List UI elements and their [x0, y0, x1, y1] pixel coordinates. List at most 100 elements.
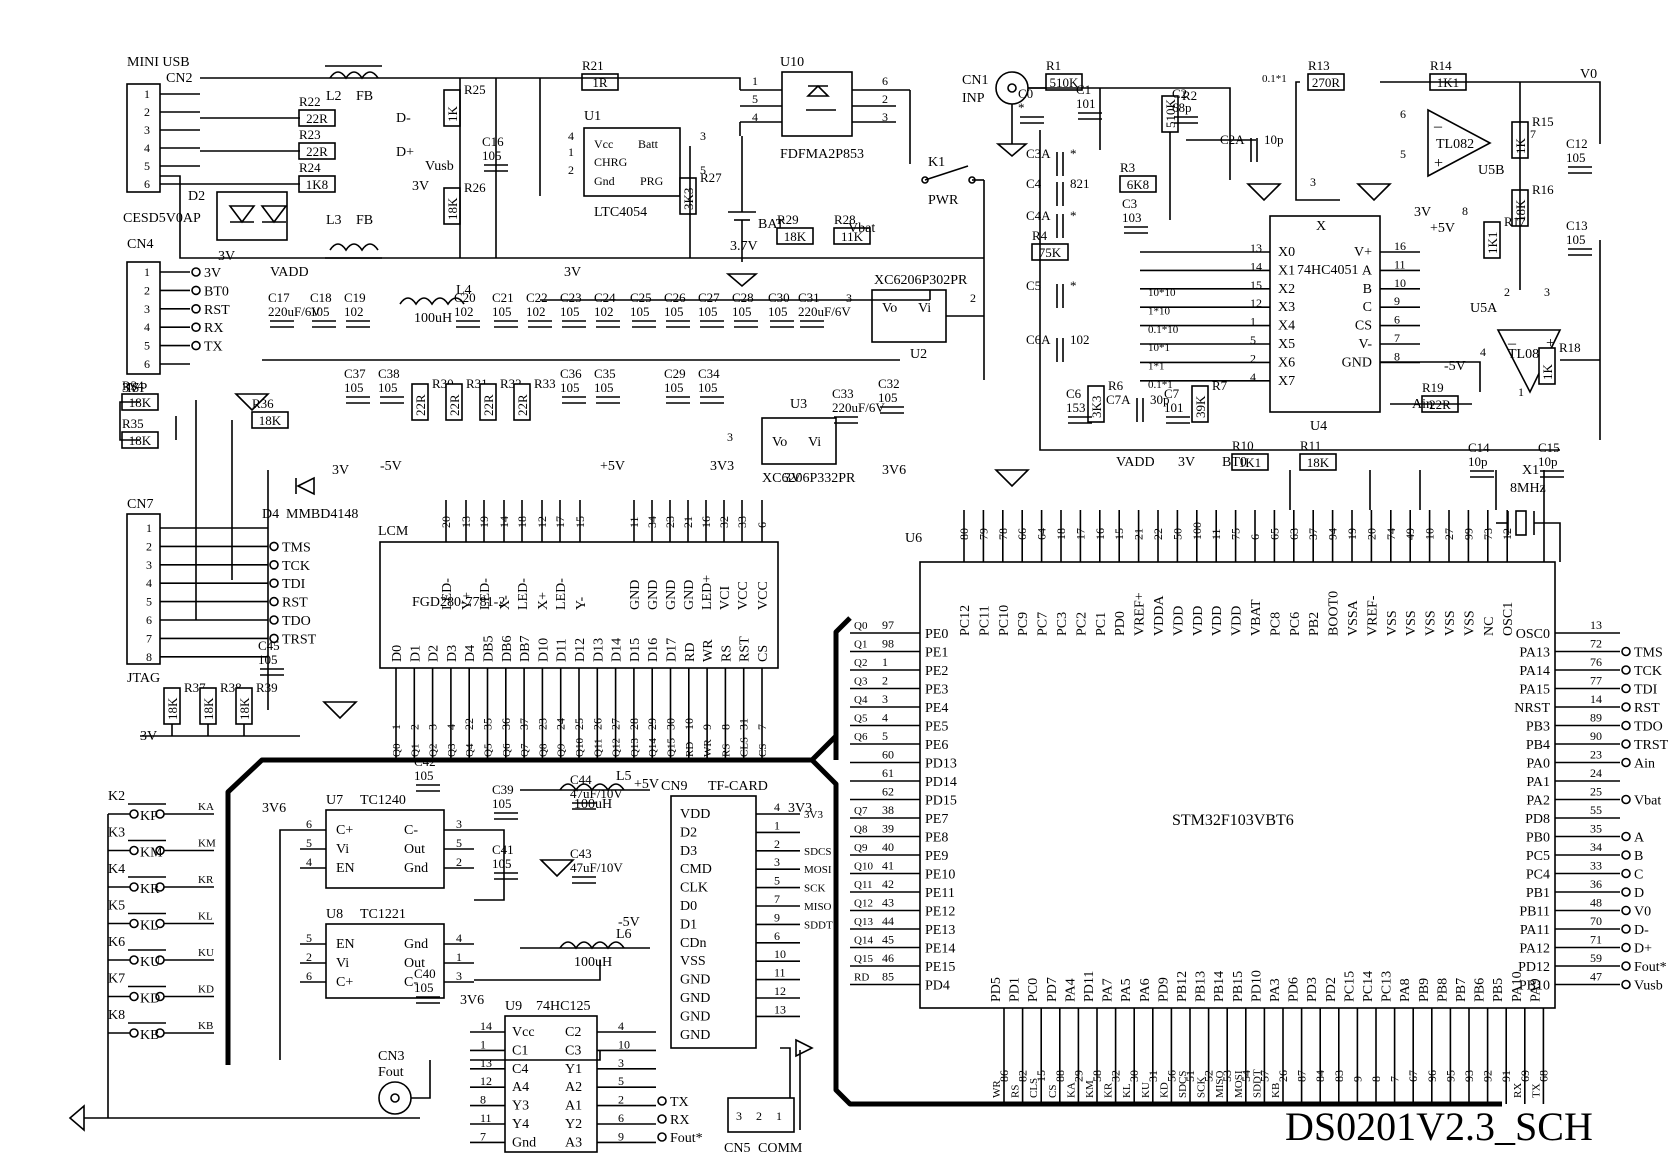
capacitor-ref: C38 — [378, 366, 400, 381]
isp-pin-net: RX — [204, 321, 223, 336]
net-label: +5V — [1430, 221, 1455, 236]
key-ref: K2 — [108, 789, 125, 804]
u5a-p1: 1 — [1518, 385, 1524, 399]
u9-left-num: 8 — [480, 1093, 486, 1107]
mcu-bottom-pin-num: 83 — [1332, 1070, 1346, 1082]
jtag-pin-num: 2 — [146, 539, 152, 553]
mcu-left-pin-num: 2 — [882, 674, 888, 688]
mcu-bottom-pin-net: RS — [1010, 1085, 1022, 1098]
mcu-left-pin-name: PE6 — [925, 738, 948, 753]
u9-left-num: 7 — [480, 1129, 486, 1143]
l2-val: FB — [356, 89, 373, 104]
pump-right-name: Out — [404, 956, 425, 971]
capacitor-value: 105 — [492, 796, 512, 811]
mcu-bottom-pin-num: 93 — [1462, 1070, 1476, 1082]
mcu-bottom-pin-net: CLS — [1028, 1078, 1040, 1098]
d2-part: CESD5V0AP — [123, 211, 201, 226]
mux-ratio: 1*1 — [1148, 361, 1165, 373]
mcu-left-pin-num: 4 — [882, 711, 888, 725]
pump-left-num: 5 — [306, 931, 312, 945]
cn3-ref: CN3 — [378, 1049, 404, 1064]
resistor-value: 22R — [447, 394, 462, 416]
charger-pin-prg: PRG — [640, 174, 664, 188]
key-ref: K3 — [108, 826, 125, 841]
u9-right-num: 3 — [618, 1056, 624, 1070]
lcm-top-pin-num: 32 — [717, 516, 731, 528]
key-ref: K4 — [108, 862, 125, 877]
mcu-right-pin-num: 89 — [1590, 711, 1602, 725]
u5a-part: TL082 — [1508, 347, 1546, 362]
resistor-value: 75K — [1039, 245, 1062, 260]
ground-symbol — [1246, 183, 1282, 202]
resistor — [251, 411, 289, 429]
lcm-top-pin-num: 13 — [459, 516, 473, 528]
lcm-bottom-pin-name: D13 — [591, 638, 606, 662]
lcm-top-pin-num: 11 — [627, 516, 641, 528]
mcu-bottom-pin-net: KA — [1065, 1082, 1077, 1098]
capacitor-ref: C25 — [630, 290, 652, 305]
comm-cn5: 3 2 1 CN5 COMM — [724, 1097, 803, 1156]
u5b-p8: 8 — [1462, 204, 1468, 218]
mcu-left-pin-num: 43 — [882, 896, 894, 910]
d2-ref: D2 — [188, 189, 205, 204]
mcu-top-pin-name: VSS — [1443, 610, 1458, 636]
mcu-bottom-pin-num: 7 — [1388, 1076, 1402, 1082]
u9-left-num: 14 — [480, 1019, 492, 1033]
mcu-left-pin-num: 1 — [882, 655, 888, 669]
lcm-top-pin-name: VCI — [718, 586, 733, 610]
mcu-right-pin-num: 34 — [1590, 840, 1602, 854]
lcm-top-pin-name: GND — [646, 580, 661, 610]
wire-run — [780, 1047, 791, 1098]
mcu-left-pin-num: 97 — [882, 618, 894, 632]
sheet-title: DS0201V2.3_SCH — [1285, 1104, 1593, 1149]
mcu-left-pin-net: Q9 — [854, 842, 868, 854]
comm-ref: CN5 — [724, 1141, 750, 1156]
resistor — [1231, 453, 1269, 471]
mux-left-num: 12 — [1250, 296, 1262, 310]
tf-pin-num: 4 — [774, 800, 780, 814]
ratio-label: 0.1*1 — [1262, 73, 1287, 85]
comm-p3: 3 — [736, 1109, 742, 1123]
resistor-ref: R27 — [700, 170, 722, 185]
capacitor-ref: C28 — [732, 290, 754, 305]
pump-left-num: 2 — [306, 950, 312, 964]
u2-ref: U2 — [910, 347, 927, 362]
jtag-pin-net: TDI — [282, 577, 306, 592]
jtag-pin-num: 3 — [146, 558, 152, 572]
capacitor-value: 105 — [560, 304, 580, 319]
lcm-bottom-pin-name: D0 — [390, 645, 405, 662]
capacitor-ref: C41 — [492, 842, 514, 857]
net-label: V0 — [1580, 67, 1597, 82]
net-port — [269, 615, 279, 625]
capacitor-value: 102 — [594, 304, 614, 319]
usb-pin-num: 6 — [144, 177, 150, 191]
capacitor-value: 105 — [414, 768, 434, 783]
lcm-top-pin-name: VCC — [736, 581, 751, 610]
mcu-top-pin-num: 37 — [1306, 528, 1320, 540]
pump-left-num: 4 — [306, 855, 312, 869]
inductor-value: 100uH — [574, 955, 612, 970]
mcu-right-pin-net: D- — [1634, 923, 1649, 938]
mcu-top-pin-num: 73 — [1481, 528, 1495, 540]
mcu-bottom-pin-num: 87 — [1295, 1070, 1309, 1082]
net-label: 3V — [218, 249, 235, 264]
lcm-bottom-pin-num: 9 — [700, 724, 714, 730]
charger-num-3: 3 — [700, 129, 706, 143]
mcu-right-pin-name: PA13 — [1519, 646, 1550, 661]
resistor — [1483, 221, 1501, 259]
capacitor-ref: C42 — [414, 754, 436, 769]
mosfet-l4: 4 — [752, 110, 758, 124]
capacitor-ref: C4 — [1026, 176, 1042, 191]
isp-pin-num: 2 — [144, 283, 150, 297]
mcu-top-pin-num: 16 — [1093, 528, 1107, 540]
lcm-top-pin-num: 34 — [645, 516, 659, 528]
ground-symbol — [539, 859, 575, 878]
diode-d4 — [296, 476, 315, 496]
mcu-bottom-pin-num: 32 — [1109, 1070, 1123, 1082]
mcu-bottom-pin-name: PB7 — [1454, 978, 1469, 1002]
mcu-top-pin-num: 79 — [976, 528, 990, 540]
mcu-left-pin-num: 98 — [882, 637, 894, 651]
charger-num-5: 5 — [700, 163, 706, 177]
net-port — [191, 285, 201, 296]
